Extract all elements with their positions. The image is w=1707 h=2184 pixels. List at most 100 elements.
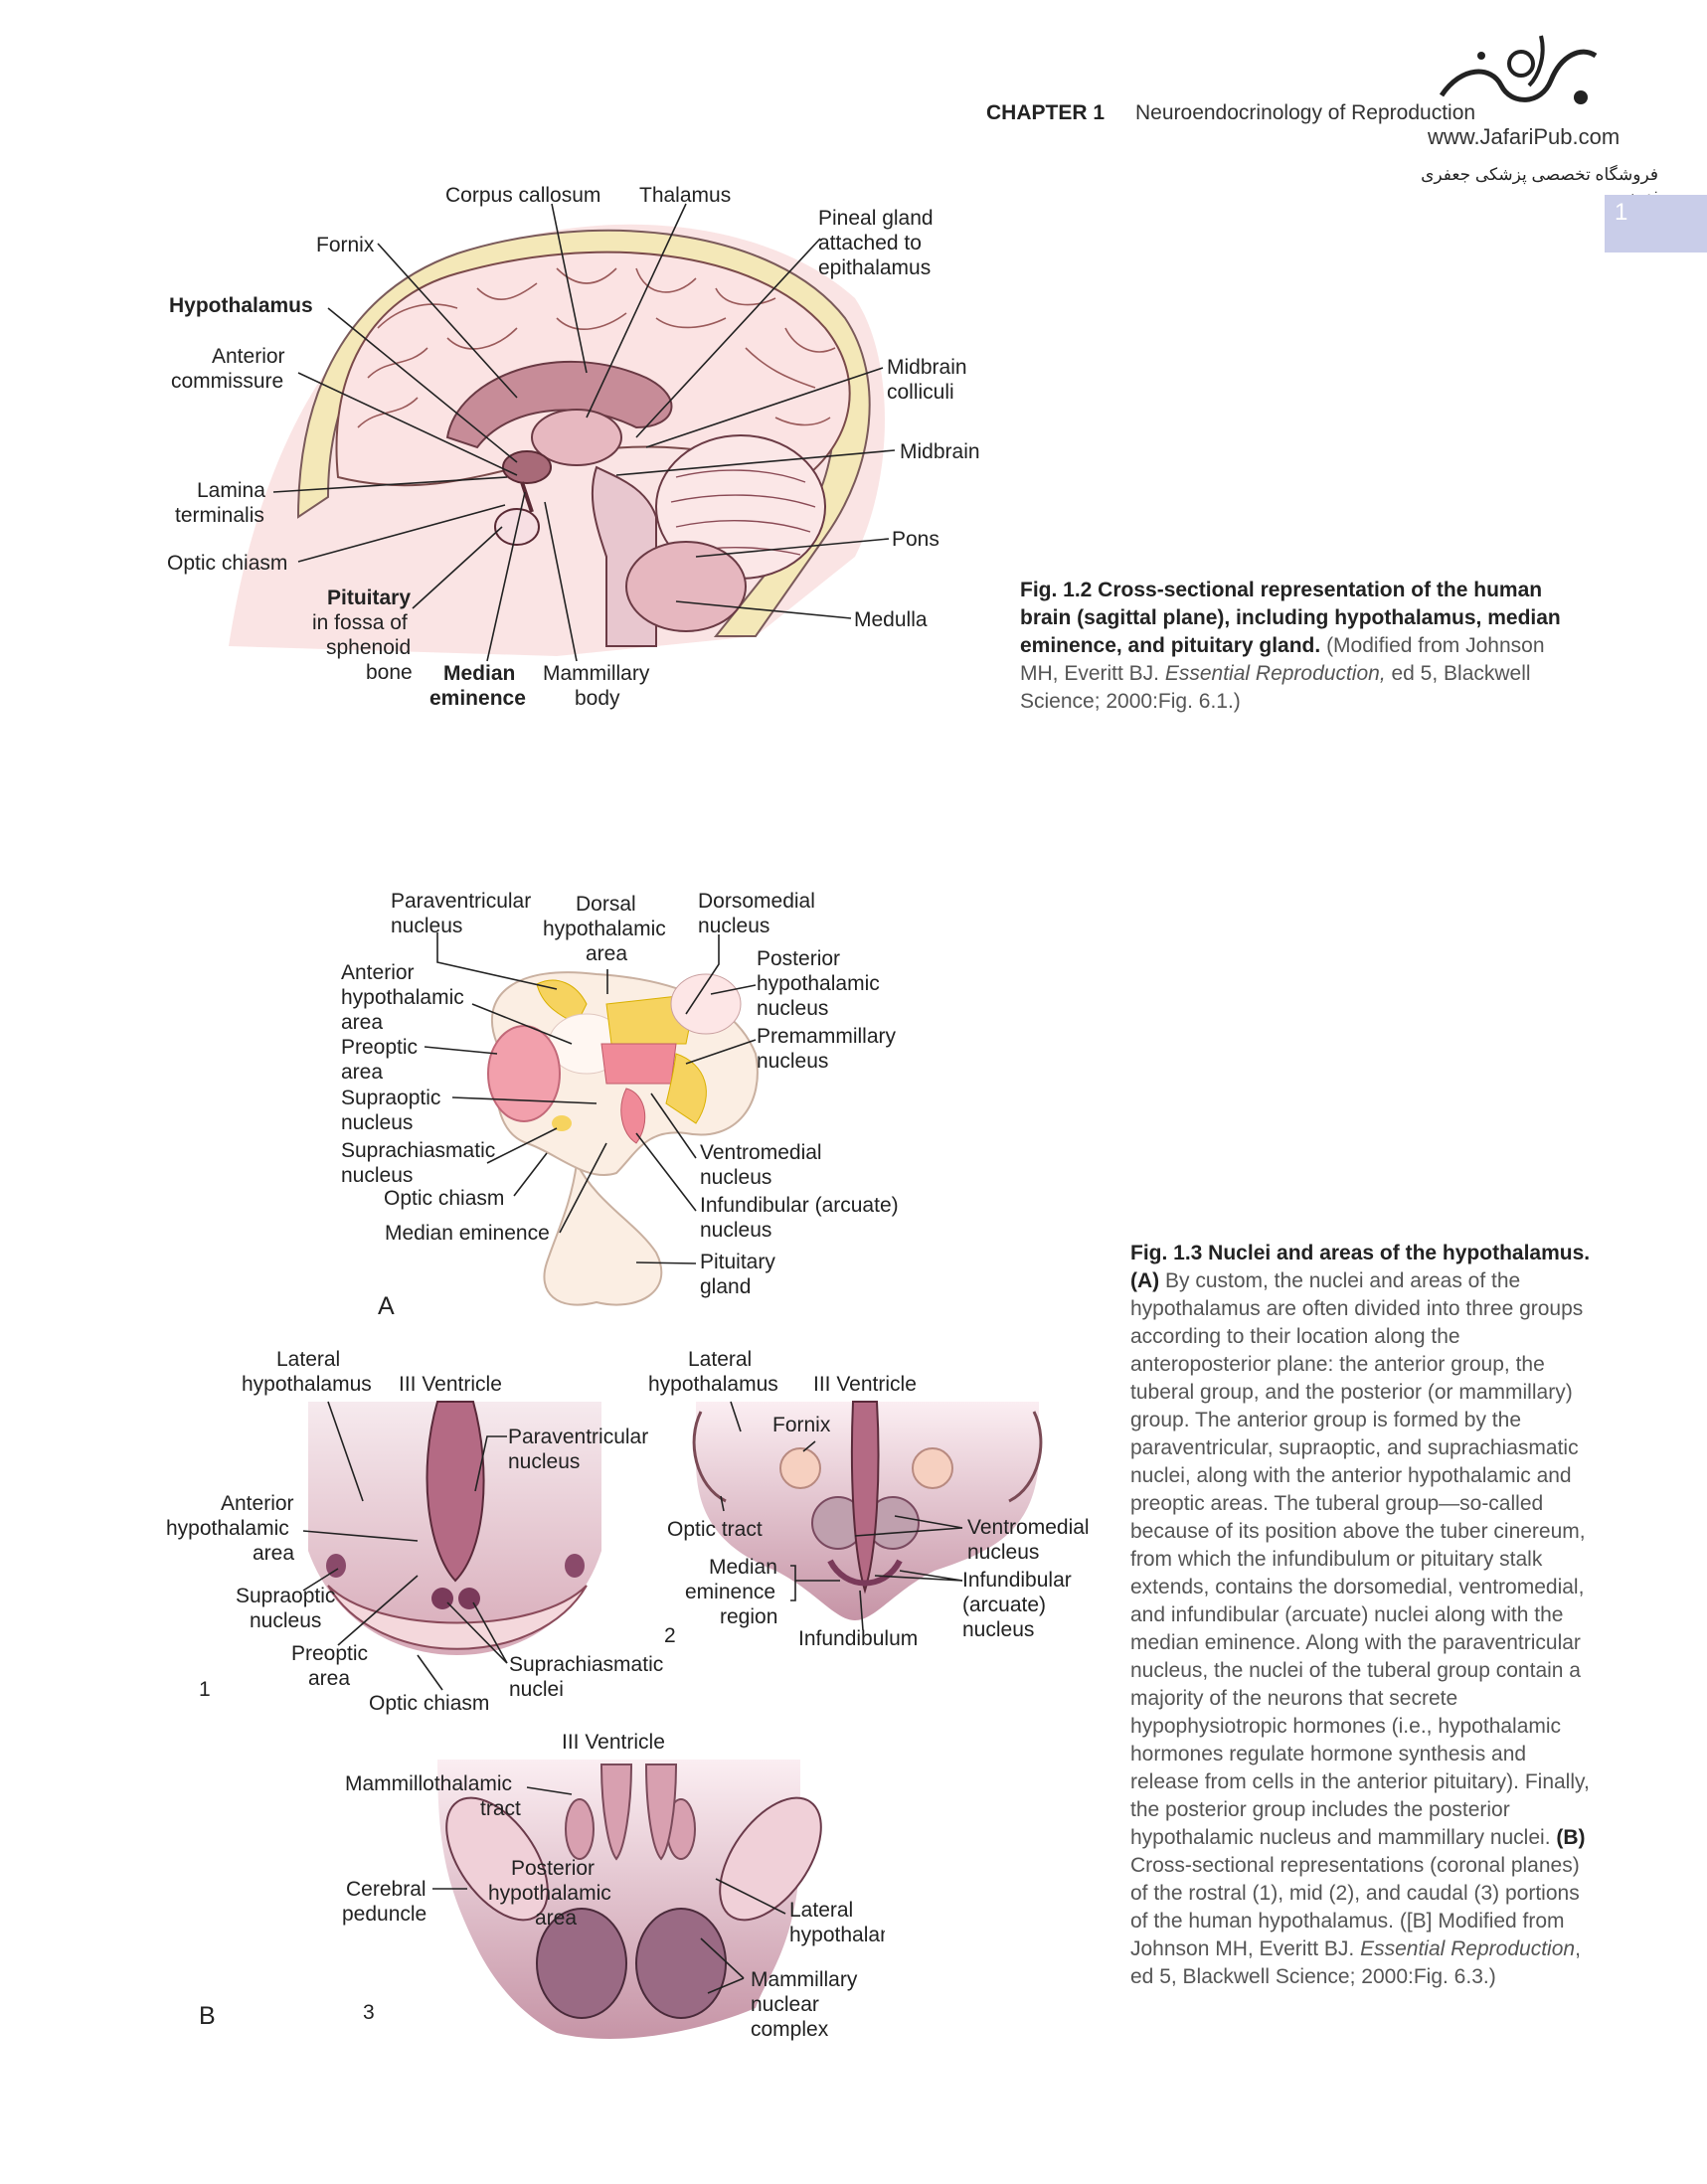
label-a-pmn-2: nucleus	[757, 1050, 828, 1073]
pituitary-gland-shape	[543, 1159, 663, 1306]
label-lamina-1: Lamina	[197, 479, 265, 502]
label-a-dmn-2: nucleus	[698, 915, 769, 937]
fig13-caption-a-tag: (A)	[1130, 1269, 1160, 1292]
label-p1-son-2: nucleus	[250, 1609, 321, 1632]
label-pituitary: Pituitary	[327, 587, 411, 609]
label-fornix: Fornix	[316, 234, 375, 256]
label-p1-aha-3: area	[253, 1542, 294, 1565]
label-p1-poa-1: Preoptic	[291, 1642, 368, 1665]
label-p1-lateral-1: Lateral	[276, 1348, 340, 1371]
label-thalamus: Thalamus	[639, 184, 731, 207]
label-lamina-2: terminalis	[175, 504, 264, 527]
label-a-aha-1: Anterior	[341, 961, 415, 984]
figure-1-3a-hypothalamus-nuclei: Paraventricular nucleus Dorsal hypothala…	[341, 890, 899, 1320]
chapter-label: CHAPTER 1	[986, 101, 1106, 124]
posterior-nucleus-shape	[670, 973, 742, 1035]
label-a-phn-3: nucleus	[757, 997, 828, 1020]
label-p2-infundibulum: Infundibulum	[798, 1627, 918, 1650]
label-p3-mtt-1: Mammillothalamic	[345, 1772, 512, 1795]
figure-1-2-caption: Fig. 1.2 Cross-sectional representation …	[1020, 577, 1587, 716]
label-p2-arc-2: (arcuate)	[962, 1594, 1046, 1616]
label-corpus-callosum: Corpus callosum	[445, 184, 600, 207]
publisher-logo	[1422, 26, 1621, 135]
label-a-pituitary-1: Pituitary	[700, 1251, 775, 1273]
thalamus-shape	[531, 409, 622, 466]
fig13-caption-b-post: , ed 5, Blackwell Science; 2000:Fig. 6.3…	[1130, 1937, 1581, 1988]
label-p1-scn-2: nuclei	[509, 1678, 564, 1701]
label-a-pmn-1: Premammillary	[757, 1025, 897, 1048]
label-a-dmn-1: Dorsomedial	[698, 890, 815, 913]
fig13-caption-b-tag: (B)	[1556, 1826, 1586, 1849]
label-p1-scn-1: Suprachiasmatic	[509, 1653, 663, 1676]
label-p3-ventricle: III Ventricle	[562, 1731, 665, 1754]
label-p1-son-1: Supraoptic	[236, 1585, 335, 1607]
label-median-1: Median	[443, 662, 515, 685]
label-a-aha-3: area	[341, 1011, 383, 1034]
p3-mtt-left	[565, 1798, 595, 1860]
label-p2-vmn-2: nucleus	[967, 1541, 1039, 1564]
premammillary-shape	[665, 1053, 707, 1124]
label-p2-vmn-1: Ventromedial	[967, 1516, 1090, 1539]
p2-fornix-left	[779, 1447, 821, 1489]
p3-mammillary-right	[635, 1908, 727, 2019]
label-a-pvn-1: Paraventricular	[391, 890, 531, 913]
label-a-dha-1: Dorsal	[576, 893, 636, 916]
label-p1-aha-2: hypothalamic	[166, 1517, 289, 1540]
label-mammillary-2: body	[575, 687, 620, 710]
label-a-optic-chiasm: Optic chiasm	[384, 1187, 504, 1210]
fig12-caption-bold: Fig. 1.2 Cross-sectional representation …	[1020, 579, 1561, 657]
label-a-vmn-2: nucleus	[700, 1166, 771, 1189]
label-a-dha-3: area	[586, 942, 627, 965]
label-a-arc-1: Infundibular (arcuate)	[700, 1194, 899, 1217]
label-midbrain: Midbrain	[900, 440, 980, 463]
label-a-median-eminence: Median eminence	[385, 1222, 550, 1245]
label-mammillary-1: Mammillary	[543, 662, 650, 685]
pvn-shape	[536, 979, 588, 1025]
label-anterior-2: commissure	[171, 370, 283, 393]
label-p2-me-1: Median	[709, 1556, 777, 1579]
label-p3-pha-3: area	[535, 1907, 577, 1930]
figure-1-3b-panel-1: Lateral hypothalamus III Ventricle Parav…	[166, 1348, 663, 1715]
label-p3-mtt-2: tract	[480, 1797, 521, 1820]
label-p2-lateral-1: Lateral	[688, 1348, 752, 1371]
figure-1-3b-panel-3: III Ventricle Mammillothalamic tract Cer…	[199, 1731, 885, 2041]
label-median-2: eminence	[429, 687, 526, 710]
figure-1-3b-panel-2: Lateral hypothalamus III Ventricle Forni…	[648, 1348, 1090, 1650]
label-p1-optic-chiasm: Optic chiasm	[369, 1692, 489, 1715]
p1-panel-number: 1	[199, 1678, 211, 1701]
label-midbrain-colliculi-1: Midbrain	[887, 356, 967, 379]
hypothalamus-shape	[502, 450, 552, 484]
panel-letter-b: B	[199, 2002, 216, 2030]
label-p2-me-2: eminence	[685, 1581, 775, 1603]
label-a-dha-2: hypothalamic	[543, 918, 666, 940]
label-pituitary-3: sphenoid	[326, 636, 411, 659]
fig13-caption-b-text: Cross-sectional representations (coronal…	[1130, 1854, 1580, 1960]
label-pineal-3: epithalamus	[818, 256, 931, 279]
fig13-caption-bold: Fig. 1.3 Nuclei and areas of the hypotha…	[1130, 1242, 1591, 1264]
p1-son-right-shape	[565, 1554, 585, 1578]
label-p3-pha-2: hypothalamic	[488, 1882, 611, 1905]
label-a-son-1: Supraoptic	[341, 1087, 440, 1109]
page-tab: 1	[1605, 195, 1707, 252]
label-p2-me-3: region	[720, 1605, 777, 1628]
label-p1-poa-2: area	[308, 1667, 350, 1690]
label-p1-pvn-1: Paraventricular	[508, 1426, 648, 1448]
p3-ventricle-shape	[599, 1764, 633, 1861]
p2-fornix-right	[912, 1447, 953, 1489]
label-p3-mnc-3: complex	[751, 2018, 829, 2041]
label-pituitary-4: bone	[366, 661, 413, 684]
pons-shape	[625, 541, 747, 632]
p1-scn-right-shape	[458, 1588, 480, 1609]
scn-shape	[552, 1115, 572, 1131]
p2-arcuate-shape	[827, 1559, 903, 1587]
label-p3-cp-1: Cerebral	[346, 1878, 427, 1901]
label-p3-lateral-1: Lateral	[789, 1899, 853, 1922]
label-anterior-1: Anterior	[212, 345, 285, 368]
label-p3-cp-2: peduncle	[342, 1903, 427, 1926]
p3-cerebral-peduncle-left	[445, 1796, 549, 1922]
label-p1-aha-1: Anterior	[221, 1492, 294, 1515]
chapter-title: Neuroendocrinology of Reproduction	[1135, 101, 1476, 124]
label-p2-arc-1: Infundibular	[962, 1569, 1072, 1592]
p2-optic-tract-left	[692, 1411, 727, 1503]
label-p3-mnc-2: nuclear	[751, 1993, 819, 2016]
